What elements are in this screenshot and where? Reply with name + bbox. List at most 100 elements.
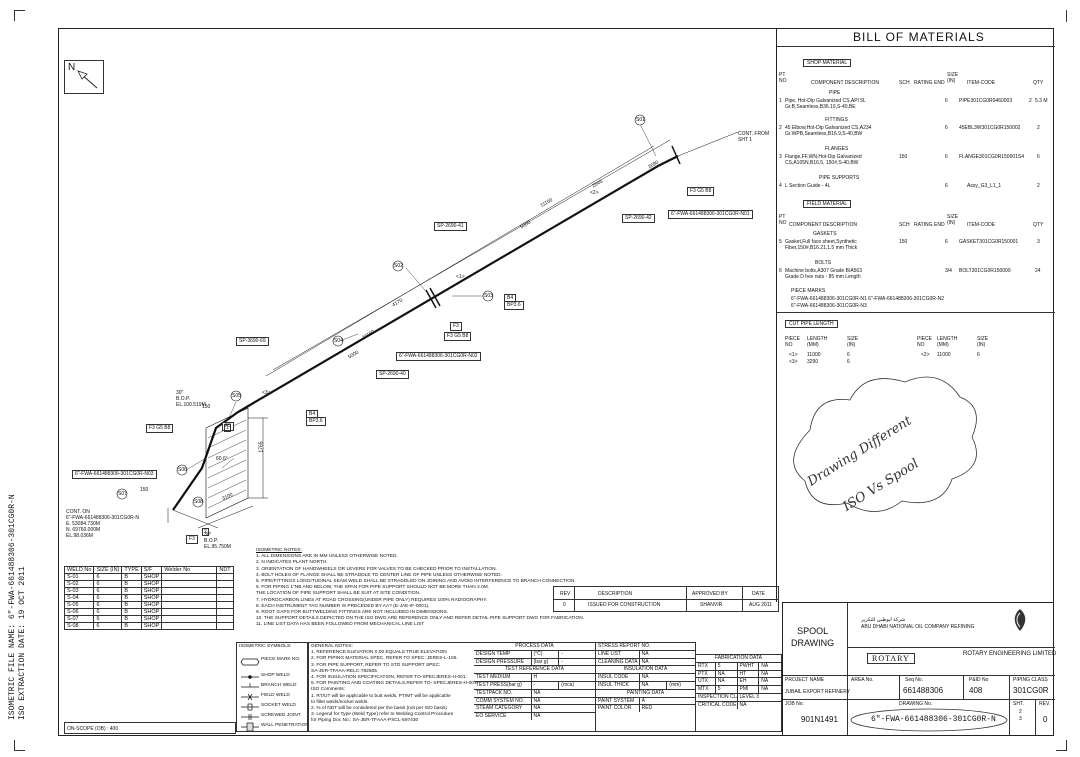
cut-cell: <1> (789, 352, 798, 358)
seq-number: 661488306 (903, 686, 944, 695)
side-filename: ISOMETRIC FILE NAME: 6"-FWA-661488306-30… (8, 494, 27, 720)
weld-bubble-label: S03 (484, 293, 493, 299)
col-item-code: ITEM-CODE (967, 80, 996, 86)
cut-col-length: LENGTH (MM) (807, 336, 828, 348)
line-number-n03: 6"-FWA-661488306-301CG0R-N03 (72, 470, 157, 479)
weld-bubble-s04 (332, 335, 344, 347)
support-tag-f3-top: F3 G5 B8 (687, 187, 715, 196)
bom-cell: 2 (779, 125, 782, 131)
bom-section-flanges: FLANGES (825, 146, 849, 152)
support-tag-f3-bottom: F3 (186, 535, 198, 544)
elevation-label: 30" B.O.P. EL.100.519M (176, 390, 206, 408)
bom-cell: 6 (945, 98, 948, 104)
bom-panel: BILL OF MATERIALS SHOP MATERIAL PT NO CO… (776, 28, 1055, 602)
bom-cell: 6 (945, 183, 948, 189)
piping-class: 301CG0R (1013, 686, 1049, 695)
bom-section-gaskets: GASKETS (813, 231, 837, 237)
crop-mark-bottom-right (1056, 740, 1067, 751)
support-tag-bp: BP3.6 (504, 301, 524, 310)
piece-tag: <2> (590, 190, 599, 196)
bom-cell: 45EBL3W301CG0R150002 (959, 125, 1021, 131)
bom-cell: 5 (779, 239, 782, 245)
cut-col-size: SIZE (IN) (847, 336, 859, 348)
crop-mark-bottom-left (14, 740, 25, 751)
support-tag-f3-left: F3 G5 B8 (146, 424, 174, 433)
dim-label: 60.6° (216, 456, 228, 462)
piece-marks-line: 6"-FWA-661488306-301CG0R-N3 (791, 303, 867, 309)
col-sch: SCH (899, 222, 910, 228)
bom-cell: 24 (1035, 268, 1041, 274)
weld-bubble-s01 (634, 114, 646, 126)
dim-label: 150 (140, 487, 149, 493)
symbol-shop-weld: SHOP WELD (261, 673, 290, 678)
spool-drawing-label: SPOOL DRAWING (791, 626, 835, 648)
client-name: ABU DHABI NATIONAL OIL COMPANY REFINING (861, 624, 975, 630)
project-name: JUBAIL EXPORT REFINERY (785, 689, 851, 695)
drawing-sheet (58, 28, 1054, 736)
bom-cell: 6 (945, 154, 948, 160)
bom-cell: 5.3 M (1035, 98, 1048, 104)
cut-cell: <3> (789, 359, 798, 365)
sheet-number: 2 3 (1019, 709, 1022, 722)
support-sp69: SP-3690-69 (236, 337, 269, 346)
weld-table-header: WELD No SIZE (IN) TYPE S/F Welder No NDT (63, 566, 234, 574)
bom-cell: Machine bolts,A307 Grade B/A563 Grade D … (785, 268, 862, 280)
bom-cell: Pipe, Hot-Dip Galvanized CS,API 5L Gr.B,… (785, 98, 866, 110)
cut-cell: 6 (847, 359, 850, 365)
bom-cell: 3 (1037, 239, 1040, 245)
bom-cell: Flange,FF,WN,Hot-Dip Galvanized CS,A105N… (785, 154, 862, 166)
bom-section-fittings: FITTINGS (825, 117, 848, 123)
dim-label: 150 (202, 404, 211, 410)
symbol-icons (240, 658, 260, 731)
drawing-number-highlight (850, 708, 1008, 732)
job-number: 901N1491 (801, 715, 838, 724)
support-tag-bp-2: BP3.6 (306, 417, 326, 426)
north-arrow-box: N (64, 60, 104, 94)
bom-cell: 4 (779, 183, 782, 189)
piece-marks-line: 6"-FWA-661488306-301CG0R-N1 6"-FWA-66148… (791, 296, 944, 302)
cut-col-size: SIZE (IN) (977, 336, 989, 348)
cloud-annotation (793, 376, 977, 512)
bom-cell: 2 (1037, 183, 1040, 189)
bom-section-pipe: PIPE (829, 90, 841, 96)
title-block: SPOOL DRAWING شركة أبوظبي للتكرير ABU DH… (782, 602, 1056, 736)
marker-2: 2 (202, 528, 209, 536)
piece-mark-icon (240, 658, 260, 666)
piece-tag: <3> (262, 390, 271, 396)
col-item-code: ITEM-CODE (967, 222, 996, 228)
cut-pipe-title: CUT PIPE LENGTH (785, 320, 838, 328)
client-name-arabic: شركة أبوظبي للتكرير (861, 617, 906, 623)
cut-cell: 6 (977, 352, 980, 358)
dim-line-upper (272, 139, 671, 371)
bom-cell: 3 (779, 154, 782, 160)
piece-tag: <1> (456, 274, 465, 280)
dim-label: 1765 (258, 441, 265, 453)
company-logo: ROTARY (867, 653, 915, 664)
bom-title: BILL OF MATERIALS (853, 30, 985, 44)
dim-line-lower (265, 145, 655, 377)
isometric-drawing (116, 114, 739, 529)
isometric-symbols: ISOMETRIC SYMBOLS: PIECE MARK NO. SHOP W… (236, 642, 309, 732)
bom-section-supports: PIPE SUPPORTS (819, 175, 860, 181)
support-tag-f3: F3 (450, 322, 462, 331)
pid-number: 408 (969, 686, 983, 695)
weld-bubble-label: S07 (118, 491, 127, 497)
north-label: N (68, 62, 76, 73)
col-end: END (934, 80, 945, 86)
symbol-screwed-joint: SCREWED JOINT (261, 713, 301, 718)
revision-number: 0 (1043, 715, 1048, 724)
support-sp42: SP-2690-42 (622, 214, 655, 223)
bom-cell: L Section Guide - 4L (785, 183, 831, 189)
weld-bubble-label: S06 (178, 467, 187, 473)
weld-bubble-label: S02 (394, 263, 403, 269)
shop-material-label: SHOP MATERIAL (803, 59, 852, 67)
cut-col-length: LENGTH (MM) (937, 336, 958, 348)
piece-marks-title: PIECE MARKS (791, 288, 826, 294)
bom-cell: Gasket,Full face sheet,Synthetic Fiber,1… (785, 239, 858, 251)
bom-cell: BOLT301CG0R150009 (959, 268, 1011, 274)
